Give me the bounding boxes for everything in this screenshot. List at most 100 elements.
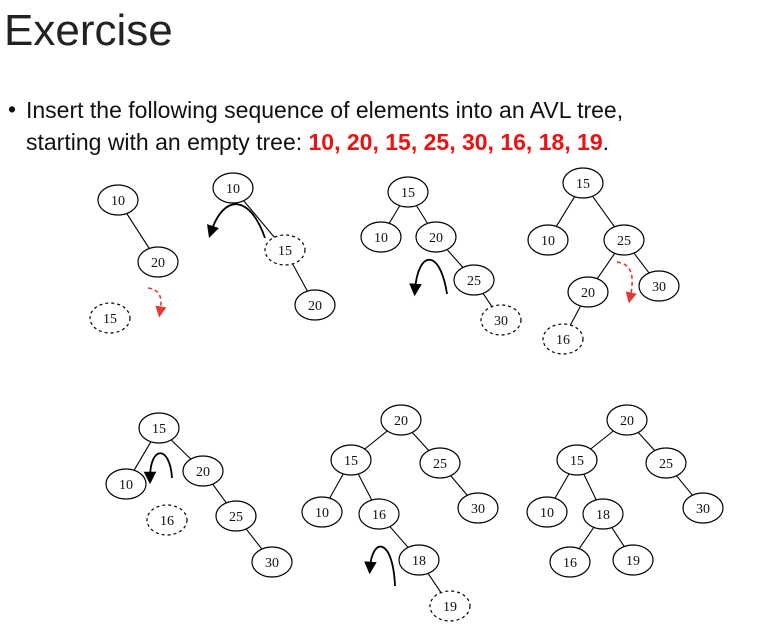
node-circle — [419, 447, 461, 479]
tree-edge — [328, 472, 345, 500]
tree-node: 25 — [603, 224, 645, 256]
node-circle — [415, 221, 457, 253]
node-label: 20 — [196, 465, 210, 480]
tree-edge — [591, 194, 616, 229]
node-label: 15 — [278, 244, 292, 259]
tree-edge — [675, 474, 694, 497]
instruction-line-1: Insert the following sequence of element… — [26, 97, 624, 123]
node-label: 30 — [494, 314, 508, 329]
tree-node: 25 — [645, 447, 687, 479]
tree-node: 10 — [301, 496, 343, 528]
node-circle — [251, 546, 293, 578]
tree-node: 19 — [429, 590, 471, 622]
rotation-arrow — [364, 545, 396, 587]
node-label: 15 — [570, 454, 584, 469]
instruction-period: . — [602, 129, 610, 155]
tree-edge — [242, 199, 276, 239]
tree-edge — [133, 440, 152, 472]
node-label: 30 — [652, 280, 666, 295]
tree-edge — [410, 430, 431, 453]
tree-node: 30 — [251, 546, 293, 578]
node-circle — [549, 546, 591, 578]
tree-edge — [211, 482, 228, 505]
tree-node: 25 — [215, 500, 257, 532]
tree-edge — [554, 472, 570, 500]
node-circle — [212, 172, 254, 204]
tree-edge — [125, 212, 151, 250]
tree-node: 20 — [606, 404, 648, 436]
tree-edge — [569, 304, 582, 327]
tree-node: 18 — [582, 498, 624, 530]
node-circle — [638, 270, 680, 302]
node-circle-dashed — [146, 504, 188, 536]
tree-edge — [244, 527, 264, 551]
node-label: 20 — [429, 231, 443, 246]
tree-node: 10 — [360, 221, 402, 253]
node-circle — [398, 544, 440, 576]
node-label: 10 — [119, 478, 133, 493]
tree-node: 18 — [398, 544, 440, 576]
tree-node: 20 — [182, 455, 224, 487]
tree-node: 19 — [612, 544, 654, 576]
tree-node: 20 — [567, 276, 609, 308]
node-label: 15 — [344, 454, 358, 469]
tree-node: 30 — [480, 304, 522, 336]
node-label: 10 — [540, 506, 554, 521]
tree-node: 10 — [526, 496, 568, 528]
node-circle — [360, 221, 402, 253]
insert-arrow — [616, 261, 637, 304]
tree-node: 15 — [89, 302, 131, 334]
node-label: 18 — [596, 508, 610, 523]
rotation-arrow — [207, 203, 266, 239]
tree-node: 16 — [358, 498, 400, 530]
tree-edge — [291, 262, 309, 293]
node-circle — [358, 498, 400, 530]
tree-edge — [583, 473, 597, 501]
node-circle — [294, 289, 336, 321]
node-label: 16 — [372, 508, 386, 523]
tree-node: 10 — [527, 224, 569, 256]
tree-node: 15 — [330, 444, 372, 476]
node-circle — [387, 176, 429, 208]
node-label: 16 — [160, 514, 174, 529]
tree-edge — [169, 438, 193, 461]
tree-edge — [555, 195, 576, 228]
tree-edge — [426, 572, 443, 594]
node-label: 19 — [626, 554, 640, 569]
node-label: 18 — [412, 554, 426, 569]
node-circle-dashed — [542, 323, 584, 355]
node-circle — [645, 447, 687, 479]
tree-node: 15 — [562, 167, 604, 199]
node-label: 20 — [308, 299, 322, 314]
node-circle — [330, 444, 372, 476]
node-label: 25 — [659, 457, 673, 472]
node-label: 15 — [152, 422, 166, 437]
tree-node: 10 — [105, 468, 147, 500]
tree-node: 16 — [549, 546, 591, 578]
node-label: 10 — [374, 231, 388, 246]
tree-node: 10 — [212, 172, 254, 204]
insert-arrow — [147, 287, 167, 318]
insertion-sequence: 10, 20, 15, 25, 30, 16, 18, 19 — [308, 129, 603, 155]
tree-edge — [632, 251, 651, 275]
node-circle — [606, 404, 648, 436]
node-circle-dashed — [480, 304, 522, 336]
node-label: 15 — [103, 312, 117, 327]
tree-node: 30 — [638, 270, 680, 302]
tree-edge — [636, 430, 657, 453]
node-circle-dashed — [429, 590, 471, 622]
tree-node: 25 — [453, 264, 495, 296]
node-label: 20 — [394, 414, 408, 429]
tree-edge — [362, 428, 390, 452]
tree-edge — [388, 524, 410, 550]
instruction-prefix: starting with an empty tree: — [26, 129, 309, 155]
rotation-arrow — [143, 452, 173, 485]
node-circle — [138, 412, 180, 444]
instruction-line-2: starting with an empty tree: 10, 20, 15,… — [26, 127, 751, 157]
node-label: 30 — [471, 502, 485, 517]
tree-edge — [610, 526, 626, 548]
tree-node: 25 — [419, 447, 461, 479]
node-label: 19 — [443, 600, 457, 615]
